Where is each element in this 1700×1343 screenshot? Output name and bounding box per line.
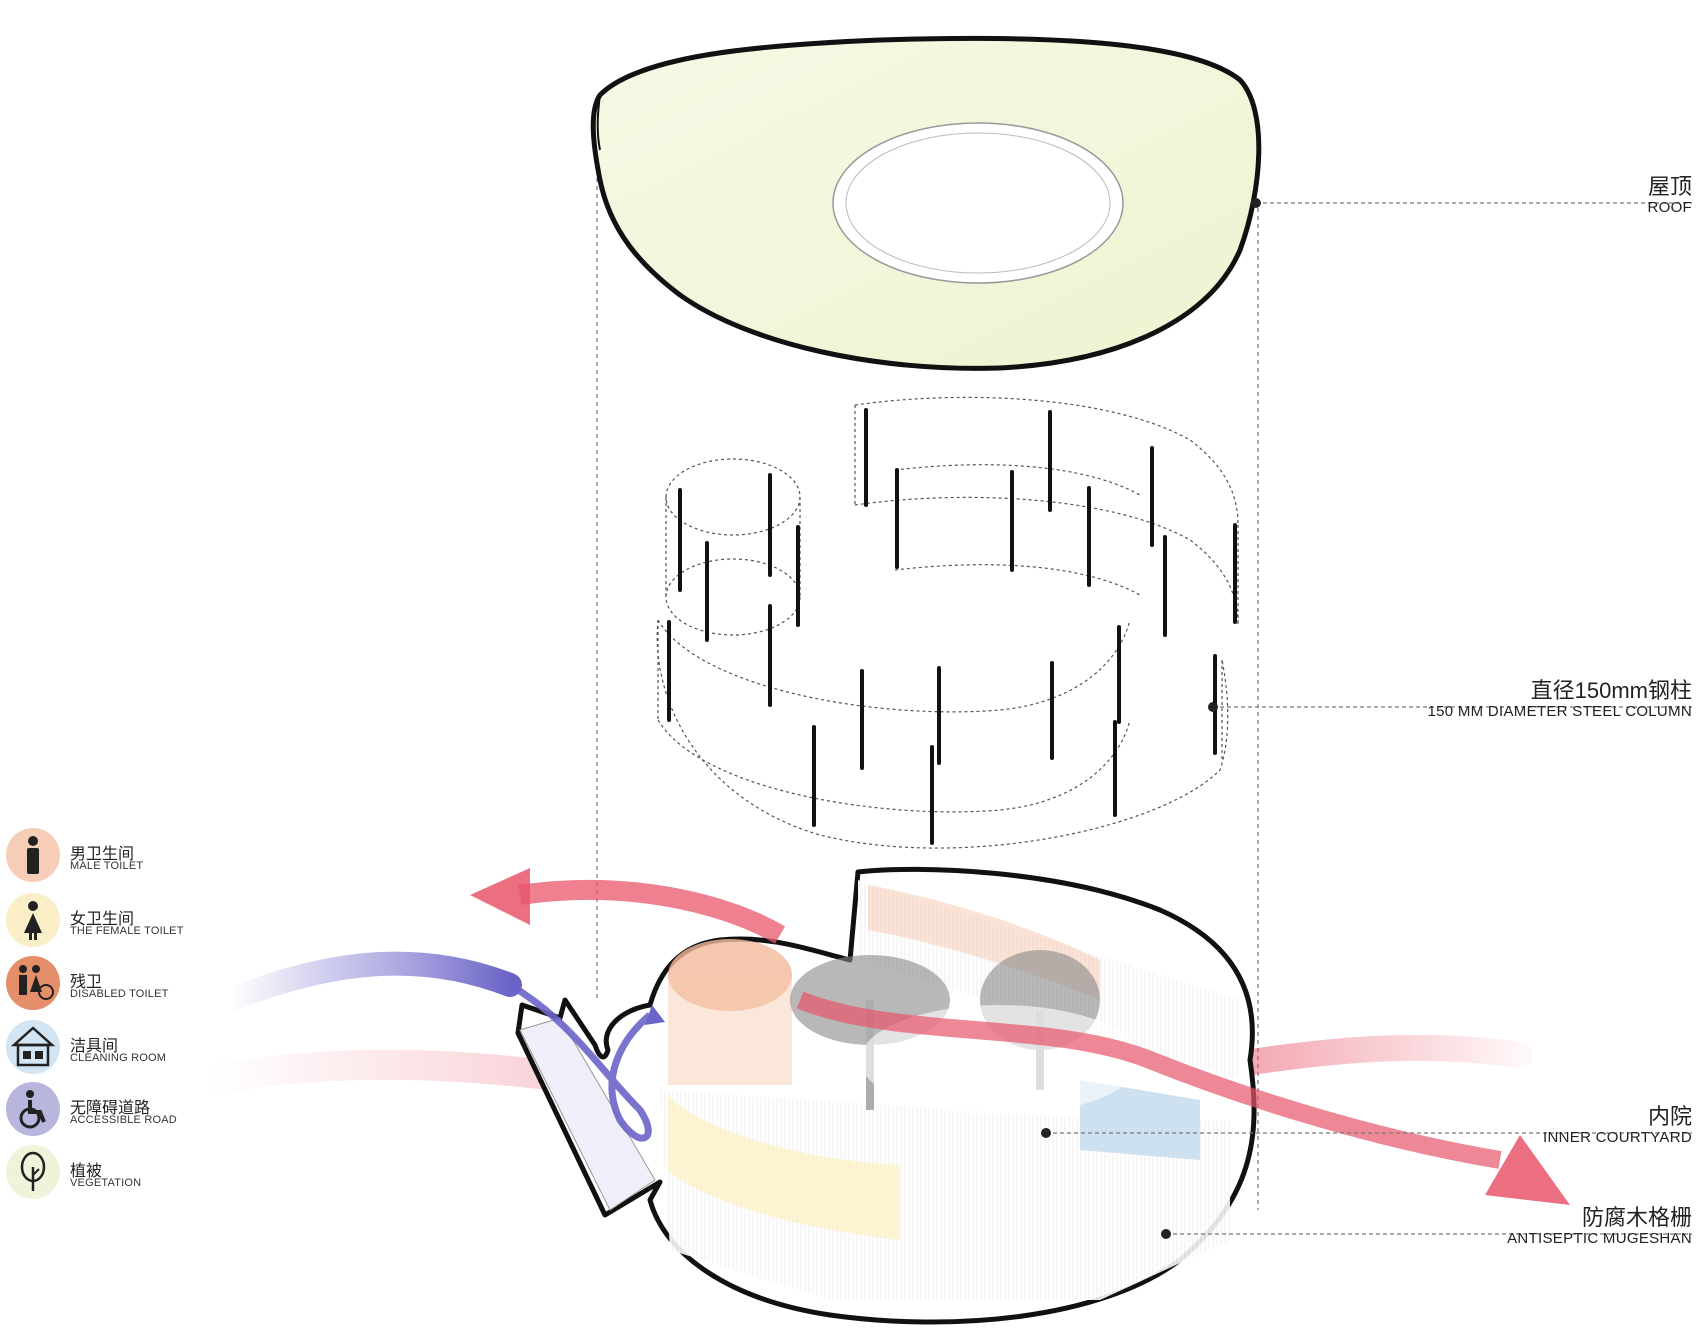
vegetation-icon (6, 1145, 60, 1199)
legend-item-cleaning-room: 洁具间 CLEANING ROOM (6, 1020, 236, 1076)
callout-mugeshan-cn: 防腐木格栅 (1581, 1205, 1692, 1230)
callout-column-cn: 直径150mm钢柱 (1530, 678, 1692, 703)
legend-item-disabled-toilet: 残卫 DISABLED TOILET (6, 956, 236, 1012)
callout-courtyard-cn: 内院 (1647, 1104, 1692, 1129)
legend-item-female-toilet: 女卫生间 THE FEMALE TOILET (6, 893, 236, 949)
airflow-arrows (470, 868, 1570, 1205)
legend-label-cn: 女卫生间 (70, 911, 135, 928)
legend-label-en: DISABLED TOILET (70, 988, 169, 1000)
callout-courtyard-en: INNER COURTYARD (1543, 1129, 1692, 1146)
male-toilet-icon (6, 828, 60, 882)
legend-label-cn: 洁具间 (70, 1038, 119, 1055)
steel-columns (667, 408, 1237, 845)
ground-floor (195, 866, 1533, 1325)
projection-lines (596, 130, 1259, 1210)
female-toilet-zone (668, 1095, 900, 1240)
callout-inner-courtyard: 内院 INNER COURTYARD (1543, 1104, 1692, 1147)
legend-label-cn: 无障碍道路 (70, 1100, 151, 1117)
legend-label-cn: 植被 (70, 1163, 103, 1180)
legend-label-cn: 残卫 (70, 974, 103, 991)
female-toilet-icon (6, 893, 60, 947)
callout-steel-column: 直径150mm钢柱 150 MM DIAMETER STEEL COLUMN (1427, 678, 1692, 721)
legend-item-vegetation: 植被 VEGETATION (6, 1145, 236, 1201)
callout-roof-cn: 屋顶 (1647, 174, 1692, 199)
legend-label-en: CLEANING ROOM (70, 1052, 167, 1064)
legend-item-accessible-road: 无障碍道路 ACCESSIBLE ROAD (6, 1082, 236, 1138)
legend-label-cn: 男卫生间 (70, 846, 135, 863)
callout-dots (1041, 198, 1261, 1239)
legend-label-en: MALE TOILET (70, 860, 144, 872)
legend: 男卫生间 MALE TOILET 女卫生间 THE FEMALE TOILET … (0, 0, 240, 1343)
callout-column-en: 150 MM DIAMETER STEEL COLUMN (1427, 703, 1692, 720)
legend-label-en: ACCESSIBLE ROAD (70, 1114, 177, 1126)
disabled-toilet-zone (668, 939, 792, 1011)
disabled-toilet-icon (6, 956, 60, 1010)
callout-leaders (1046, 202, 1692, 1235)
callout-roof: 屋顶 ROOF (1647, 174, 1692, 217)
cleaning-room-zone (1080, 1080, 1200, 1160)
legend-item-male-toilet: 男卫生间 MALE TOILET (6, 828, 236, 884)
legend-label-en: THE FEMALE TOILET (70, 925, 184, 937)
callout-mugeshan-en: ANTISEPTIC MUGESHAN (1507, 1230, 1692, 1247)
callout-roof-en: ROOF (1647, 199, 1692, 216)
legend-label-en: VEGETATION (70, 1177, 142, 1189)
cleaning-room-icon (6, 1020, 60, 1074)
roof (590, 35, 1262, 371)
accessible-road-icon (6, 1082, 60, 1136)
callout-mugeshan: 防腐木格栅 ANTISEPTIC MUGESHAN (1507, 1205, 1692, 1248)
